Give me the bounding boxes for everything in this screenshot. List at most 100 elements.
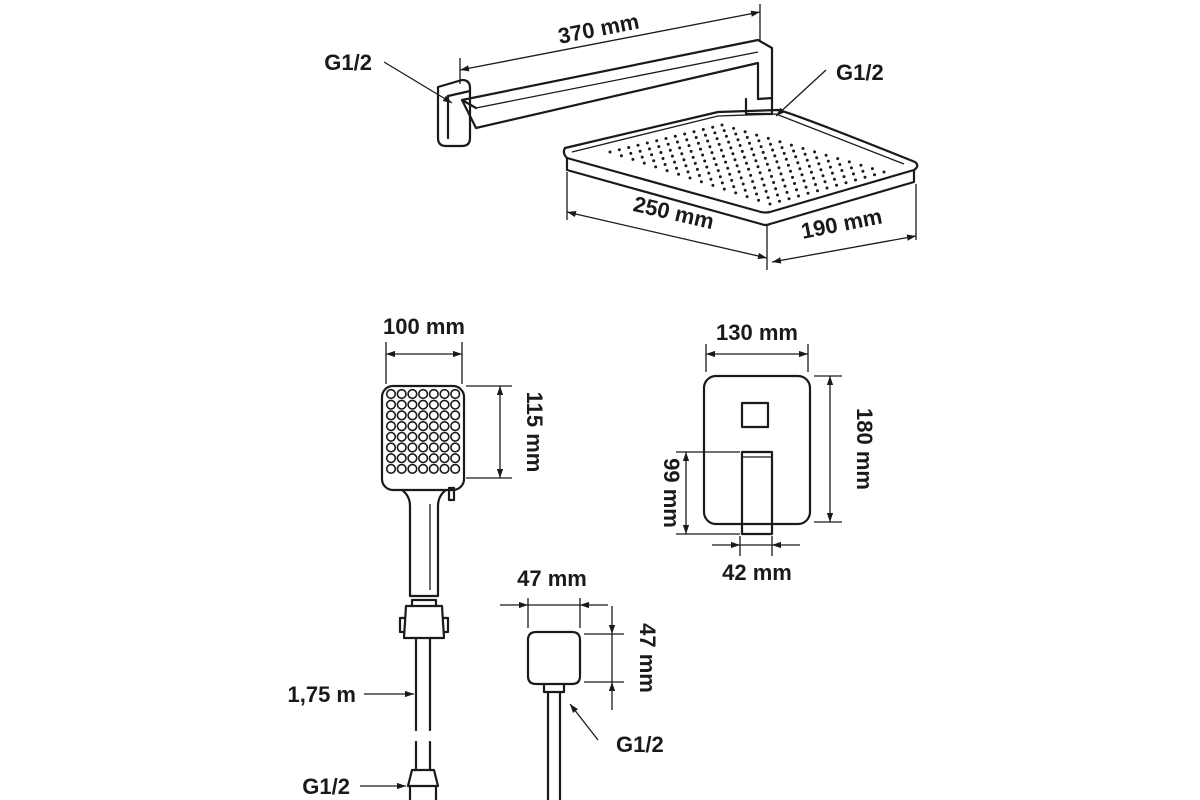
spray-nozzle [823, 180, 827, 184]
spray-nozzle [750, 147, 754, 151]
spray-nozzle [713, 131, 717, 135]
spray-nozzle [734, 132, 738, 136]
spray-nozzle [724, 134, 728, 138]
spray-nozzle [766, 136, 770, 140]
spray-nozzle [687, 144, 691, 148]
outlet-thread-callout: G1/2 [569, 703, 664, 757]
spray-nozzle [778, 140, 782, 144]
hand-spray-nozzle [407, 421, 418, 432]
head-width-dimension: 190 mm [771, 184, 917, 264]
hand-spray-grid [385, 388, 461, 475]
hand-spray-nozzle [418, 410, 429, 421]
spray-nozzle [648, 147, 651, 151]
spray-nozzle [778, 199, 781, 203]
spray-nozzle [842, 175, 846, 179]
spray-nozzle [762, 183, 766, 187]
arm-thread-label: G1/2 [324, 50, 372, 75]
spray-nozzle-grid [608, 123, 886, 206]
spray-nozzle [682, 158, 686, 162]
spray-nozzle [716, 169, 720, 173]
hand-spray-nozzle [396, 421, 407, 432]
spray-nozzle [695, 167, 699, 171]
hand-height-label: 115 mm [522, 392, 547, 473]
spray-nozzle [735, 164, 739, 168]
spray-nozzle [771, 148, 775, 152]
spray-nozzle [824, 153, 828, 157]
spray-nozzle [786, 163, 790, 167]
mixer-width-dimension: 130 mm [705, 320, 809, 372]
spray-nozzle [629, 151, 633, 155]
hand-spray-nozzle [407, 453, 418, 464]
spray-nozzle [782, 151, 786, 155]
spray-nozzle [758, 171, 762, 175]
hand-shower [380, 384, 466, 598]
spray-nozzle [711, 183, 715, 187]
hand-spray-nozzle [385, 463, 397, 475]
spray-nozzle [636, 143, 640, 147]
spray-nozzle [760, 177, 764, 181]
spray-nozzle [652, 159, 656, 163]
spray-nozzle [770, 174, 773, 178]
spray-nozzle [789, 143, 793, 147]
spray-nozzle [802, 179, 806, 183]
spray-nozzle [663, 163, 667, 166]
spray-nozzle [852, 172, 855, 176]
hand-spray-nozzle [439, 463, 450, 475]
spray-nozzle [730, 178, 734, 182]
spray-nozzle [670, 154, 674, 158]
outlet-height-label: 47 mm [635, 623, 660, 693]
mixer-lever [740, 450, 774, 536]
lever-height-label: 99 mm [659, 458, 684, 528]
spray-nozzle [708, 145, 712, 149]
spray-nozzle [709, 177, 713, 181]
spray-nozzle [701, 153, 705, 157]
spray-nozzle [859, 163, 863, 167]
spray-nozzle [673, 160, 676, 164]
hand-spray-nozzle [385, 388, 397, 400]
spray-nozzle [724, 160, 728, 164]
spray-nozzle [861, 169, 865, 173]
hand-spray-nozzle [385, 431, 397, 442]
spray-nozzle [685, 138, 689, 142]
spray-nozzle [668, 148, 672, 152]
spray-nozzle [804, 185, 808, 189]
spray-nozzle [777, 166, 781, 170]
spray-nozzle [814, 183, 817, 186]
spray-nozzle [699, 180, 703, 184]
spray-nozzle [712, 157, 716, 161]
hand-spray-nozzle [450, 410, 461, 421]
spray-nozzle [655, 139, 659, 143]
spray-nozzle [627, 146, 631, 149]
spray-nozzle [747, 167, 751, 171]
spray-nozzle [836, 157, 840, 161]
spray-nozzle [720, 181, 724, 185]
hand-spray-nozzle [439, 421, 450, 432]
hand-spray-nozzle [418, 399, 429, 410]
spray-nozzle [642, 161, 646, 165]
spray-nozzle [736, 138, 740, 142]
spray-nozzle [779, 172, 783, 176]
spray-nozzle [817, 162, 821, 166]
spray-nozzle [761, 150, 765, 154]
hand-spray-nozzle [428, 453, 439, 464]
hand-spray-nozzle [439, 442, 450, 453]
outlet-width-label: 47 mm [517, 566, 587, 591]
spray-nozzle [838, 163, 842, 166]
hand-spray-nozzle [450, 453, 461, 464]
spray-nozzle [722, 154, 725, 158]
outlet-height-dimension: 47 mm [584, 606, 660, 710]
hose-thread-callout: G1/2 [302, 774, 406, 799]
spray-nozzle [738, 144, 742, 147]
hose-thread-label: G1/2 [302, 774, 350, 799]
hand-spray-nozzle [450, 421, 461, 432]
spray-nozzle [791, 175, 794, 179]
spray-nozzle [766, 196, 770, 200]
mixer-plate [702, 374, 812, 536]
hose-length-callout: 1,75 m [288, 682, 414, 707]
spray-nozzle [640, 155, 644, 159]
spray-nozzle [789, 169, 792, 173]
spray-nozzle [650, 153, 654, 157]
spray-nozzle [638, 149, 642, 153]
spray-nozzle [882, 170, 886, 174]
spray-nozzle [873, 173, 876, 177]
